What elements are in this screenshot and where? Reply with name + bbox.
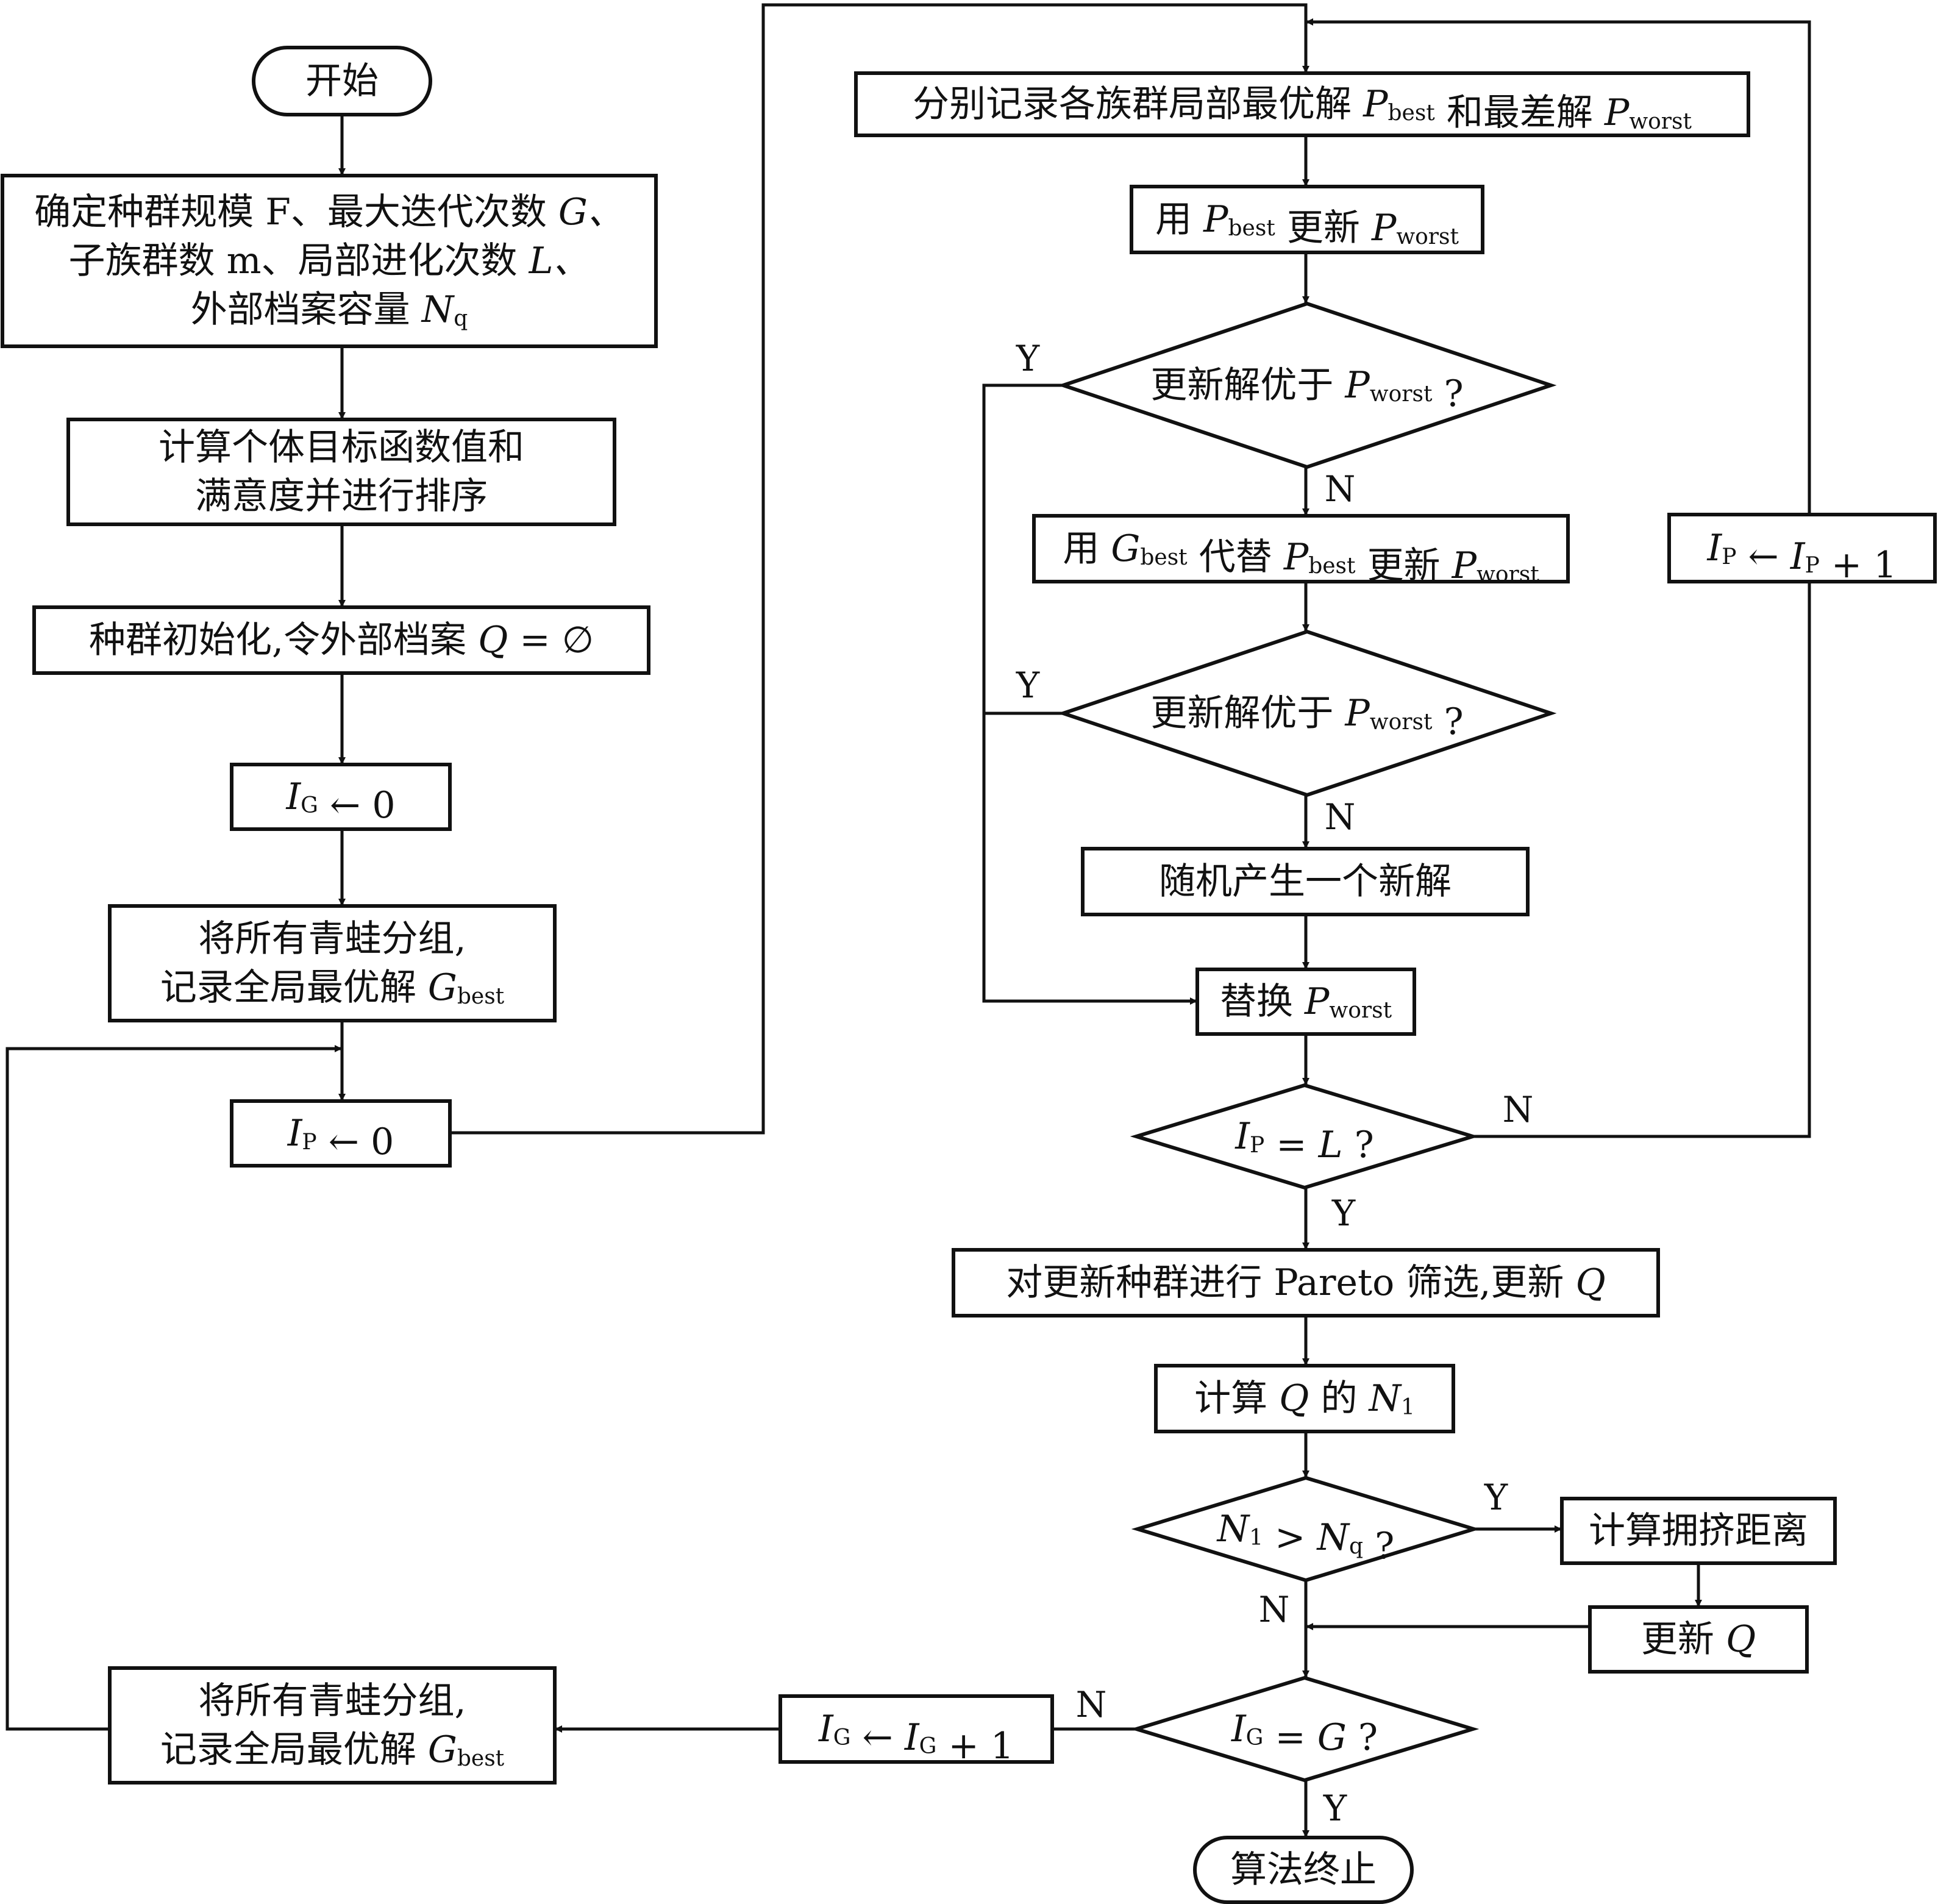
flow-arrow [982,383,1197,1005]
node-text: 将所有青蛙分组, [198,918,466,960]
edge-label-yes: Y [1484,1477,1508,1518]
process-box [1154,1364,1455,1433]
node-text: IP ← IP + 1 [1707,527,1897,587]
decision-diamond [1130,1675,1480,1783]
node-text: 满意度并进行排序 [195,475,488,518]
node-text: IP = L ? [1234,1115,1373,1166]
node-pareto-filter: 对更新种群进行 Pareto 筛选,更新 Q [952,1248,1660,1317]
decision-diamond [1057,301,1557,469]
node-text: 随机产生一个新解 [1159,860,1452,903]
process-box [1032,514,1570,583]
process-box [108,1666,557,1785]
terminal-box [1193,1836,1414,1904]
edge-label-yes: Y [1016,338,1040,379]
decision-diamond [1130,1083,1480,1190]
node-ip-increment: IP ← IP + 1 [1667,513,1937,587]
node-text: 记录全局最优解 Gbest [160,1728,505,1771]
edge-label-no: N [1325,468,1356,510]
node-text: IP ← 0 [287,1112,394,1163]
edge-label-no: N [1503,1089,1534,1130]
node-ig-zero: IG ← 0 [230,763,452,831]
edge-label-yes: Y [1016,665,1040,706]
node-text: 记录全局最优解 Gbest [160,966,505,1009]
process-box [108,904,557,1022]
process-box [230,1099,452,1168]
flow-arrow [5,1045,342,1731]
node-text: 替换 Pworst [1220,980,1392,1023]
node-record-best-worst: 分别记录各族群局部最优解 Pbest 和最差解 Pworst [854,71,1750,137]
node-random-solution: 随机产生一个新解 [1081,847,1530,916]
node-replace-worst: 替换 Pworst [1195,968,1416,1036]
node-ip-zero: IP ← 0 [230,1099,452,1168]
node-end: 算法终止 [1193,1836,1414,1904]
node-decision-n1-nq: N1 > Nq ? [1131,1475,1481,1583]
process-box [1667,513,1937,583]
node-text: 外部档案容量 Nq [191,288,468,331]
edge-label-no: N [1325,796,1356,838]
node-text: 对更新种群进行 Pareto 筛选,更新 Q [1006,1261,1605,1304]
flow-arrow [450,3,1309,1135]
flow-arrow [1306,18,1811,515]
node-text: 更新解优于 Pworst ? [1150,692,1463,743]
edge-label-yes: Y [1331,1193,1356,1234]
process-box [66,418,616,526]
node-calc-n1: 计算 Q 的 N1 [1154,1364,1455,1433]
process-box [952,1248,1660,1317]
node-pop-init: 种群初始化,令外部档案 Q = ∅ [32,605,650,675]
node-text: 将所有青蛙分组, [198,1680,466,1722]
node-decision-better-1: 更新解优于 Pworst ? [1057,301,1557,469]
edge-label-no: N [1076,1684,1107,1725]
node-text: IG ← 0 [285,776,395,827]
terminal-box [252,46,432,116]
node-decision-better-2: 更新解优于 Pworst ? [1057,629,1557,797]
decision-diamond [1057,629,1557,797]
node-update-q: 更新 Q [1588,1605,1809,1674]
node-start: 开始 [252,46,432,116]
process-box [778,1694,1054,1764]
edge-label-yes: Y [1323,1788,1347,1829]
process-box [854,71,1750,137]
node-group-frogs-1: 将所有青蛙分组, 记录全局最优解 Gbest [108,904,557,1022]
edge-label-no: N [1259,1589,1290,1630]
node-text: 开始 [305,60,379,102]
process-box [1130,185,1484,254]
node-text: 计算 Q 的 N1 [1194,1377,1415,1420]
node-text: IG = G ? [1231,1708,1378,1759]
process-box [1081,847,1530,916]
node-text: 更新 Q [1641,1618,1756,1661]
node-decision-ip-l: IP = L ? [1130,1083,1480,1190]
node-text: 种群初始化,令外部档案 Q = ∅ [89,619,594,661]
flow-arrow [1473,582,1811,1138]
node-ig-increment: IG ← IG + 1 [778,1694,1054,1767]
process-box [1195,968,1416,1036]
node-text: 更新解优于 Pworst ? [1150,364,1463,415]
process-box [1560,1497,1837,1565]
node-crowding-distance: 计算拥挤距离 [1560,1497,1837,1565]
process-box [230,763,452,831]
node-text: 子族群数 m、局部进化次数 L、 [69,240,590,282]
node-text: 计算拥挤距离 [1589,1510,1808,1552]
node-text: N1 > Nq ? [1216,1508,1395,1567]
node-text: 分别记录各族群局部最优解 Pbest 和最差解 Pworst [913,83,1692,134]
node-init-params: 确定种群规模 F、最大迭代次数 G、子族群数 m、局部进化次数 L、外部档案容量… [1,174,658,348]
process-box [1588,1605,1809,1674]
node-decision-ig-g: IG = G ? [1130,1675,1480,1783]
node-text: 用 Pbest 更新 Pworst [1155,198,1459,249]
decision-diamond [1131,1475,1481,1583]
node-text: IG ← IG + 1 [818,1708,1014,1767]
node-group-frogs-2: 将所有青蛙分组, 记录全局最优解 Gbest [108,1666,557,1785]
process-box [1,174,658,348]
node-update-with-gbest: 用 Gbest 代替 Pbest 更新 Pworst [1032,514,1570,587]
node-text: 确定种群规模 F、最大迭代次数 G、 [34,191,624,234]
node-text: 算法终止 [1230,1849,1377,1891]
node-text: 用 Gbest 代替 Pbest 更新 Pworst [1063,527,1539,587]
process-box [32,605,650,675]
node-text: 计算个体目标函数值和 [159,426,524,469]
node-update-with-pbest: 用 Pbest 更新 Pworst [1130,185,1484,254]
